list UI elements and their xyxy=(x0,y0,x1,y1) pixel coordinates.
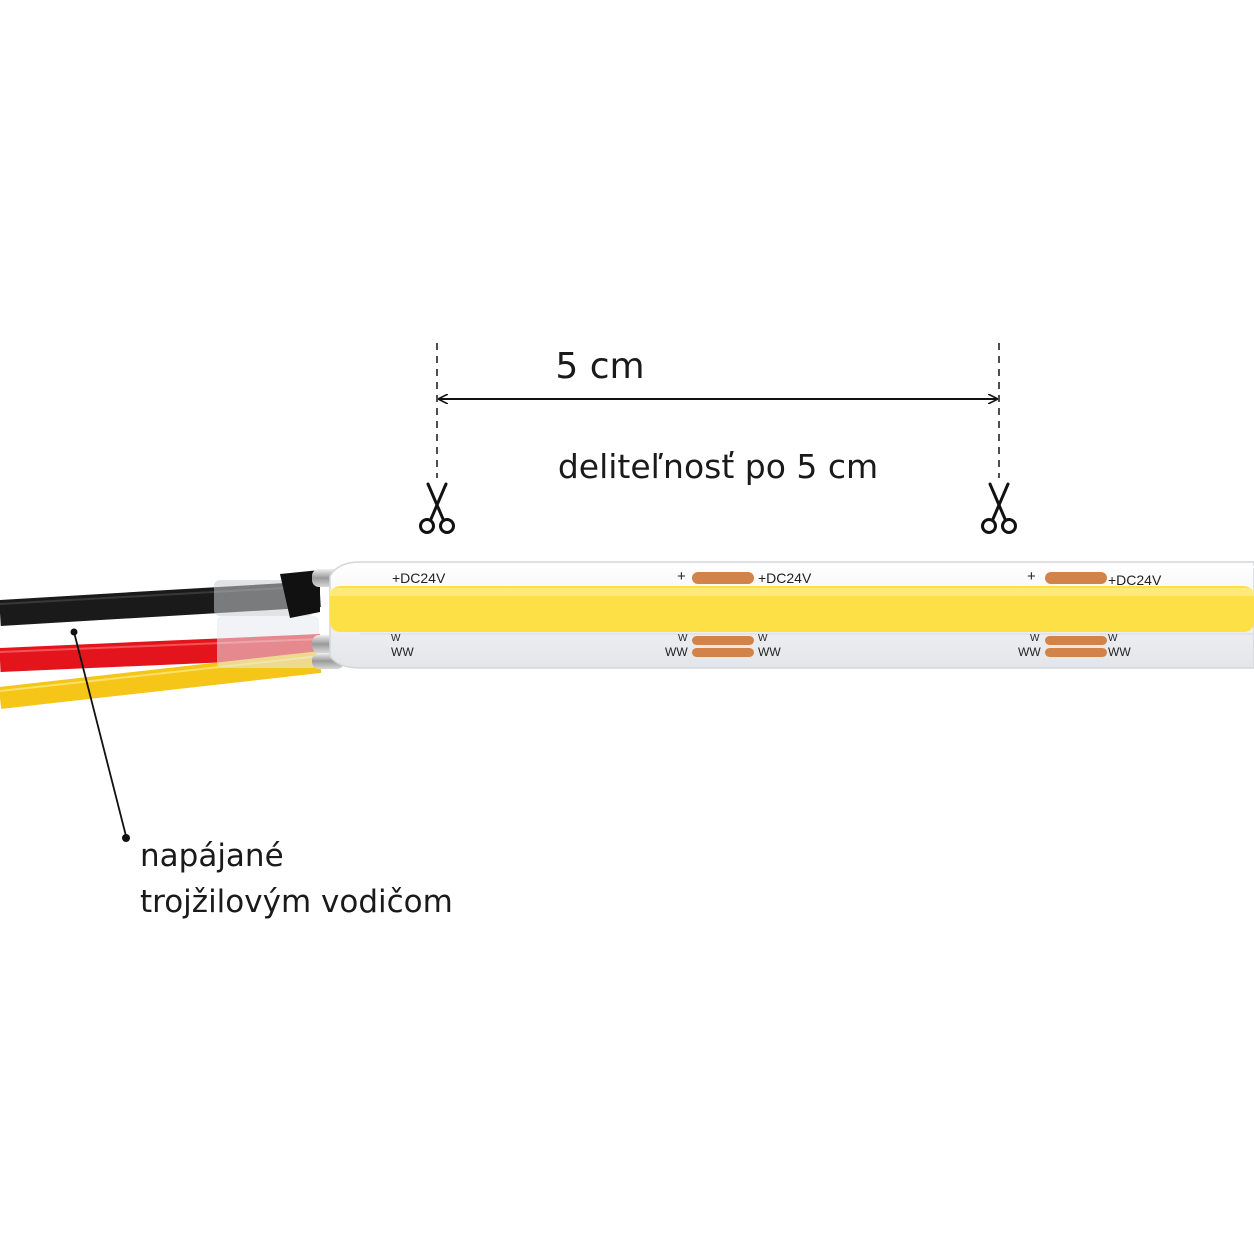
wire-note-line-2: trojžilovým vodičom xyxy=(140,884,453,920)
strip-plus-marking: + xyxy=(1027,568,1036,585)
copper-pad xyxy=(692,636,754,645)
strip-voltage-marking: +DC24V xyxy=(392,570,446,586)
copper-pad xyxy=(1045,648,1107,657)
strip-w-marking: W xyxy=(1030,633,1040,644)
strip-w-marking: W xyxy=(678,633,688,644)
dimension-label: 5 cm xyxy=(555,346,645,387)
strip-ww-marking: WW xyxy=(665,645,688,659)
divisibility-label: deliteľnosť po 5 cm xyxy=(557,447,879,486)
strip-w-marking: W xyxy=(391,633,401,644)
scissors-icon xyxy=(419,482,455,534)
wire-callout xyxy=(70,628,130,842)
strip-w-marking: W xyxy=(758,633,768,644)
strip-w-marking: W xyxy=(1108,633,1118,644)
copper-pad xyxy=(692,648,754,657)
cob-led-strip xyxy=(329,561,1254,669)
strip-voltage-marking: +DC24V xyxy=(1108,572,1162,588)
copper-pad xyxy=(1045,636,1107,645)
strip-ww-marking: WW xyxy=(1018,645,1041,659)
scissors-icon xyxy=(981,482,1017,534)
strip-plus-marking: + xyxy=(677,568,686,585)
strip-ww-marking: WW xyxy=(758,645,781,659)
three-core-wire xyxy=(0,569,344,709)
strip-ww-marking: WW xyxy=(391,645,414,659)
strip-voltage-marking: +DC24V xyxy=(758,570,812,586)
copper-pad xyxy=(692,572,754,584)
strip-ww-marking: WW xyxy=(1108,645,1131,659)
led-emitter xyxy=(330,586,1254,632)
copper-pad xyxy=(1045,572,1107,584)
wire-note: napájané trojžilovým vodičom xyxy=(140,833,453,925)
wire-note-line-1: napájané xyxy=(140,838,284,874)
